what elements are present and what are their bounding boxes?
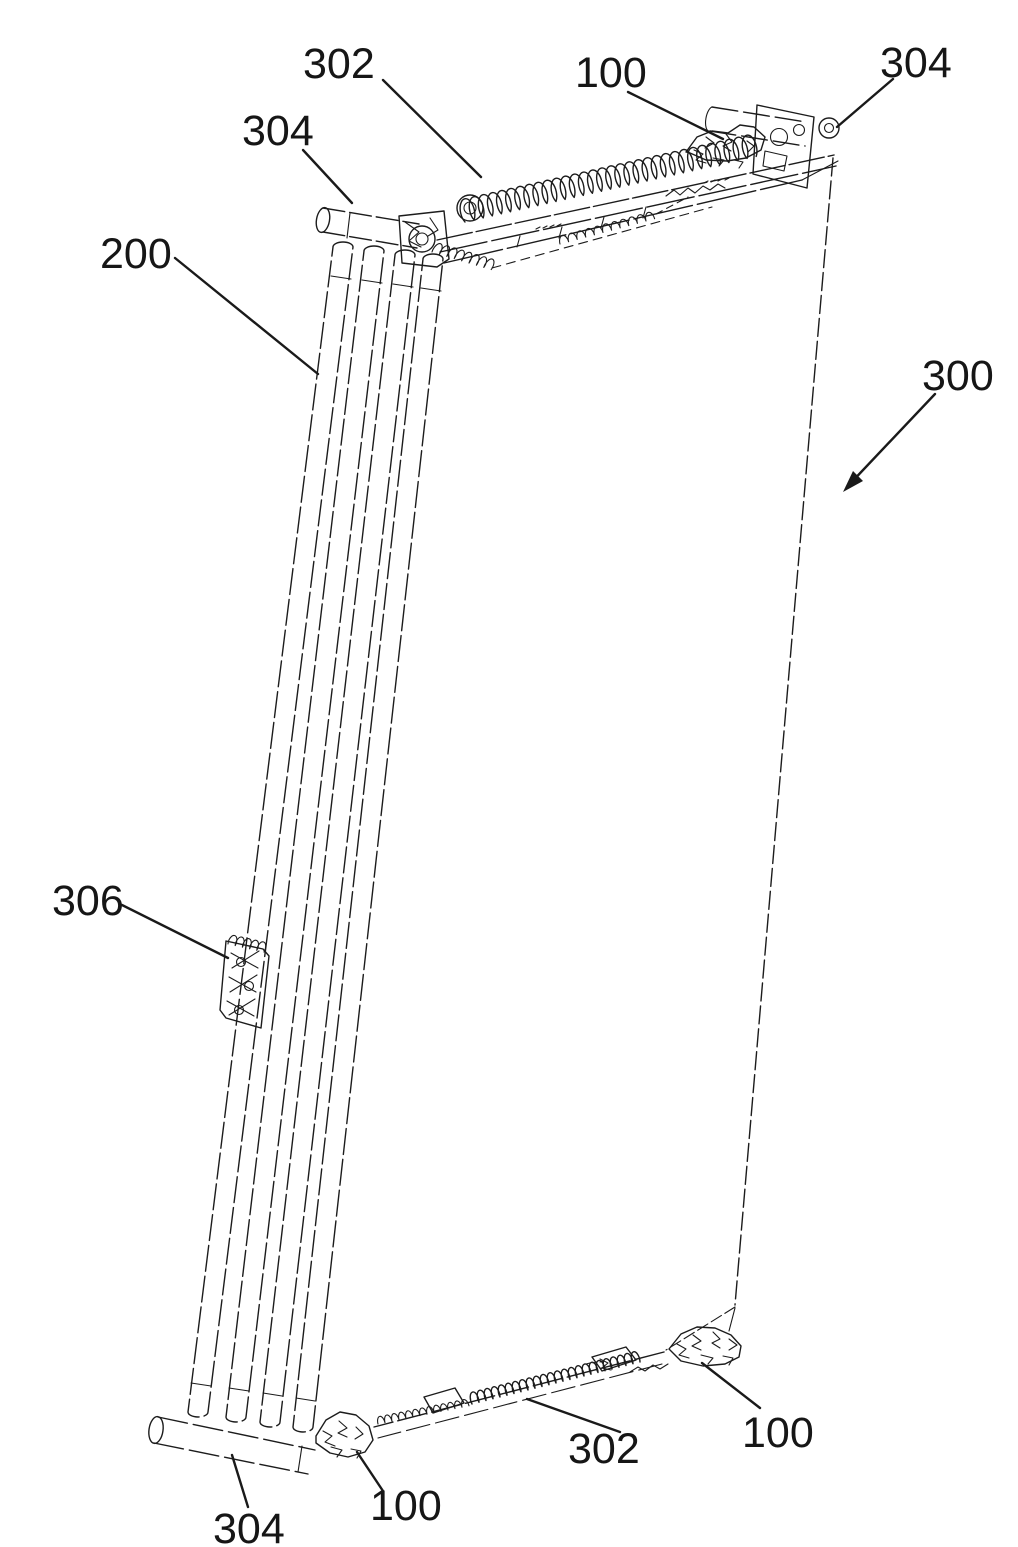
spring-end-inner-ring <box>463 201 477 215</box>
mid-rail-coil-texture <box>559 211 656 245</box>
leader-100-bottom-right <box>700 1361 762 1410</box>
br-bracket-scribble <box>676 1331 738 1366</box>
ref-label-100-bottom-right: 100 <box>742 1409 814 1457</box>
bottom-coil-spring-loops <box>469 1351 641 1405</box>
ref-label-100-top-right: 100 <box>575 49 647 97</box>
tr-plate-hole-2 <box>792 123 806 137</box>
tr-bracket-zigzag <box>665 183 726 197</box>
bottom-rail-right-tab <box>591 1346 637 1372</box>
top-rail-surface-marks <box>535 177 730 230</box>
tl-tube-separator <box>346 212 351 239</box>
leader-200-left <box>173 256 320 376</box>
ref-label-100-bottom-left: 100 <box>370 1482 442 1530</box>
ref-label-200-left: 200 <box>100 230 172 278</box>
bl-tube-bottom-edge <box>153 1442 309 1475</box>
bl-tube-end-cap <box>148 1415 164 1445</box>
leader-100-bottom-left <box>355 1450 385 1493</box>
latch-block-hole-3 <box>233 1004 245 1016</box>
latch-block-hole-2 <box>243 980 255 992</box>
corner-block-outline <box>398 210 450 268</box>
leader-304-bottom-left <box>230 1453 250 1509</box>
support-tube-4 <box>292 253 444 1433</box>
ref-label-304-bottom-left: 304 <box>213 1505 285 1547</box>
tl-tube-end-cap <box>315 206 331 234</box>
screen-panel-right-edge <box>734 157 834 1306</box>
leader-306-mid-left <box>120 903 230 960</box>
bottom-rail <box>373 1346 665 1439</box>
tr-bracket-plate <box>752 104 815 189</box>
leader-304-top-right <box>835 77 895 129</box>
corner-coil-texture <box>431 243 495 271</box>
tr-plate-hole-1 <box>769 127 789 147</box>
corner-block-detail <box>404 217 439 248</box>
bottom-right-corner-bracket <box>629 1307 742 1373</box>
br-bracket-body <box>668 1326 742 1367</box>
bottom-rail-bottom-line <box>377 1363 663 1439</box>
top-rail-line-2 <box>439 165 837 253</box>
top-rail-tick-marks <box>516 206 647 248</box>
top-coil-spring-loops <box>459 134 758 223</box>
ref-label-302-top: 302 <box>303 40 375 88</box>
support-tube-3 <box>259 249 416 1428</box>
support-tube-1 <box>187 241 354 1418</box>
tl-tube-top-edge <box>322 207 420 225</box>
support-tube-bottom-separators <box>190 1382 316 1402</box>
tr-bracket-scribble <box>693 133 755 169</box>
bottom-left-corner-bracket <box>315 1411 374 1459</box>
top-left-roller-tube <box>315 206 420 249</box>
support-tube-2 <box>225 245 385 1423</box>
bl-tube-separator <box>297 1445 303 1473</box>
tr-plate-slot <box>762 150 788 172</box>
top-right-corner-bracket <box>655 104 840 215</box>
top-rail-line-1 <box>436 154 835 241</box>
ref-label-302-bottom: 302 <box>568 1425 640 1473</box>
bl-tube-top-edge <box>157 1416 316 1451</box>
screen-panel-bottom-right-edge <box>665 1306 736 1351</box>
tl-tube-bottom-edge <box>322 231 418 249</box>
screen-panel-face <box>352 156 833 1421</box>
bottom-rail-right-tab-detail <box>599 1358 612 1371</box>
leader-300-arrow-shaft <box>845 392 937 489</box>
tr-tube-left-cap <box>704 106 713 132</box>
side-latch-block <box>219 934 270 1029</box>
ref-label-300-right: 300 <box>922 352 994 400</box>
top-left-corner-block <box>398 210 450 268</box>
reference-labels: 302 100 304 304 200 300 306 304 100 302 … <box>52 39 994 1547</box>
latch-block-hatching <box>226 950 260 1017</box>
screen-panel <box>352 156 834 1421</box>
folded-support-tubes <box>187 241 444 1433</box>
latch-block-outline <box>219 940 270 1029</box>
leader-lines <box>120 77 937 1509</box>
leader-304-top-left <box>301 148 354 205</box>
tr-tube-end-outer-ring <box>818 117 840 139</box>
top-rail-shadow-line <box>491 206 713 269</box>
corner-block-outer-ring <box>408 225 436 253</box>
tr-bracket-dash-join <box>655 196 689 215</box>
spring-end-outer-ring <box>456 194 484 222</box>
bl-bracket-body <box>315 1411 374 1458</box>
leader-302-top <box>381 78 483 179</box>
top-coil-spring <box>431 134 758 271</box>
br-bracket-connect-line <box>728 1307 736 1332</box>
bottom-left-roller-tube <box>148 1415 316 1475</box>
ref-label-304-top-left: 304 <box>242 107 314 155</box>
corner-block-inner-ring <box>415 232 429 246</box>
support-tube-top-separators <box>330 275 442 292</box>
latch-block-coil <box>227 934 267 953</box>
br-bracket-zigzag <box>629 1363 669 1373</box>
bl-bracket-scribble <box>322 1420 364 1459</box>
latch-block-hole-1 <box>235 956 247 968</box>
tr-bracket-body <box>685 124 766 162</box>
leader-302-bottom <box>525 1397 622 1434</box>
tr-tube-end-inner-ring <box>823 122 835 134</box>
tr-tube-top-edge <box>711 106 807 123</box>
ref-label-304-top-right: 304 <box>880 39 952 87</box>
leader-100-top-right <box>626 90 725 141</box>
ref-label-306-mid-left: 306 <box>52 877 124 925</box>
bottom-rail-tab <box>423 1387 465 1414</box>
leader-300-arrowhead <box>843 471 863 492</box>
top-rail-line-3 <box>443 179 803 264</box>
bottom-rail-top-line <box>373 1351 665 1428</box>
